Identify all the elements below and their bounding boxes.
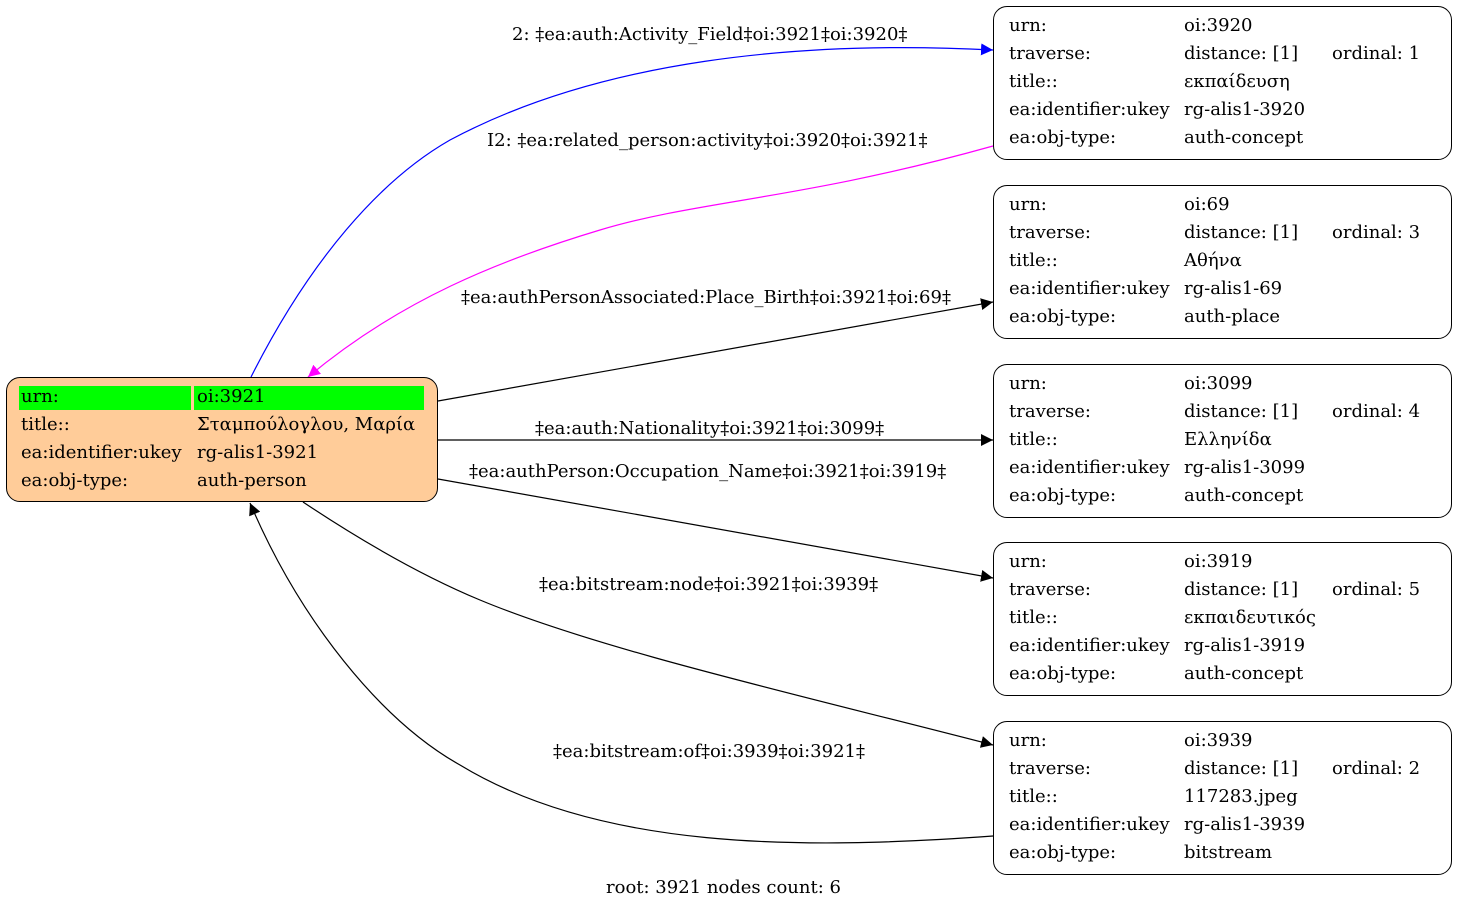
node-objtype-key: ea:obj-type: bbox=[1009, 663, 1117, 684]
node-title-key: title:: bbox=[1009, 786, 1058, 807]
node-objtype-key: ea:obj-type: bbox=[1009, 127, 1117, 148]
node-urn-value: oi:3099 bbox=[1184, 373, 1253, 394]
node-traverse-key: traverse: bbox=[1009, 579, 1091, 600]
node-traverse-key: traverse: bbox=[1009, 222, 1091, 243]
node-ukey-key: ea:identifier:ukey bbox=[1009, 814, 1170, 835]
edge-bitstream-node bbox=[302, 501, 994, 748]
node-objtype-value: auth-place bbox=[1184, 306, 1280, 327]
root-urn-key: urn: bbox=[21, 386, 59, 407]
node-title-value: 117283.jpeg bbox=[1184, 786, 1298, 807]
node-objtype-key: ea:obj-type: bbox=[1009, 842, 1117, 863]
node-urn-value: oi:3919 bbox=[1184, 551, 1253, 572]
edge-bitstream-of bbox=[249, 502, 994, 844]
node-oi-3919: urn: oi:3919 traverse: distance: [1] ordina… bbox=[993, 542, 1452, 696]
node-oi-3099: urn: oi:3099 traverse: distance: [1] ordina… bbox=[993, 364, 1452, 518]
root-ukey-key: ea:identifier:ukey bbox=[21, 442, 182, 463]
node-distance: distance: [1] bbox=[1184, 758, 1299, 779]
urn-highlight-value bbox=[194, 386, 424, 410]
edge-label-place-birth: ‡ea:authPersonAssociated:Place_Birth‡oi:… bbox=[461, 287, 951, 308]
node-ukey-value: rg-alis1-3939 bbox=[1184, 814, 1306, 835]
edge-activity-field bbox=[250, 43, 994, 378]
root-node: urn: oi:3921 title:: Σταμπούλογλου, Μαρί… bbox=[6, 377, 438, 502]
node-oi-3939: urn: oi:3939 traverse: distance: [1] ordina… bbox=[993, 721, 1452, 875]
node-traverse-key: traverse: bbox=[1009, 43, 1091, 64]
edge-label-bitstream-of: ‡ea:bitstream:of‡oi:3939‡oi:3921‡ bbox=[553, 741, 865, 762]
node-ordinal: ordinal: 2 bbox=[1332, 758, 1421, 779]
root-objtype-key: ea:obj-type: bbox=[21, 470, 129, 491]
edge-occupation bbox=[437, 478, 994, 582]
node-distance: distance: [1] bbox=[1184, 579, 1299, 600]
node-urn-key: urn: bbox=[1009, 551, 1047, 572]
node-title-key: title:: bbox=[1009, 429, 1058, 450]
edge-label-related-person: I2: ‡ea:related_person:activity‡oi:3920‡… bbox=[487, 130, 928, 151]
node-objtype-value: auth-concept bbox=[1184, 485, 1304, 506]
edge-label-occupation: ‡ea:authPerson:Occupation_Name‡oi:3921‡o… bbox=[469, 461, 947, 482]
node-ordinal: ordinal: 4 bbox=[1332, 401, 1421, 422]
node-oi-69: urn: oi:69 traverse: distance: [1] ordinal:… bbox=[993, 185, 1452, 339]
node-objtype-value: auth-concept bbox=[1184, 663, 1304, 684]
node-ukey-value: rg-alis1-3920 bbox=[1184, 99, 1306, 120]
urn-highlight-key bbox=[19, 386, 191, 410]
node-objtype-value: auth-concept bbox=[1184, 127, 1304, 148]
node-distance: distance: [1] bbox=[1184, 222, 1299, 243]
node-urn-key: urn: bbox=[1009, 373, 1047, 394]
edge-related-person bbox=[307, 145, 994, 378]
node-ukey-key: ea:identifier:ukey bbox=[1009, 457, 1170, 478]
node-ukey-value: rg-alis1-3099 bbox=[1184, 457, 1306, 478]
node-urn-value: oi:3920 bbox=[1184, 15, 1253, 36]
node-distance: distance: [1] bbox=[1184, 43, 1299, 64]
node-title-value: εκπαιδευτικός bbox=[1184, 607, 1316, 628]
node-traverse-key: traverse: bbox=[1009, 401, 1091, 422]
root-urn-value: oi:3921 bbox=[197, 386, 266, 407]
node-ordinal: ordinal: 1 bbox=[1332, 43, 1421, 64]
node-urn-key: urn: bbox=[1009, 194, 1047, 215]
root-objtype-value: auth-person bbox=[197, 470, 307, 491]
node-ordinal: ordinal: 3 bbox=[1332, 222, 1421, 243]
root-title-value: Σταμπούλογλου, Μαρία bbox=[197, 414, 416, 435]
node-urn-key: urn: bbox=[1009, 15, 1047, 36]
edge-label-activity-field: 2: ‡ea:auth:Activity_Field‡oi:3921‡oi:39… bbox=[512, 24, 908, 45]
edge-label-bitstream-node: ‡ea:bitstream:node‡oi:3921‡oi:3939‡ bbox=[539, 574, 879, 595]
edge-place-birth bbox=[437, 298, 994, 402]
node-ukey-key: ea:identifier:ukey bbox=[1009, 99, 1170, 120]
node-distance: distance: [1] bbox=[1184, 401, 1299, 422]
node-title-key: title:: bbox=[1009, 607, 1058, 628]
node-ukey-key: ea:identifier:ukey bbox=[1009, 635, 1170, 656]
node-title-value: Ελληνίδα bbox=[1184, 429, 1272, 450]
node-objtype-key: ea:obj-type: bbox=[1009, 306, 1117, 327]
node-ukey-key: ea:identifier:ukey bbox=[1009, 278, 1170, 299]
edge-label-nationality: ‡ea:auth:Nationality‡oi:3921‡oi:3099‡ bbox=[535, 418, 885, 439]
node-title-key: title:: bbox=[1009, 250, 1058, 271]
node-objtype-value: bitstream bbox=[1184, 842, 1273, 863]
node-oi-3920: urn: oi:3920 traverse: distance: [1] ordina… bbox=[993, 6, 1452, 160]
root-ukey-value: rg-alis1-3921 bbox=[197, 442, 319, 463]
node-ordinal: ordinal: 5 bbox=[1332, 579, 1421, 600]
node-urn-value: oi:3939 bbox=[1184, 730, 1253, 751]
node-ukey-value: rg-alis1-69 bbox=[1184, 278, 1283, 299]
node-urn-key: urn: bbox=[1009, 730, 1047, 751]
node-title-key: title:: bbox=[1009, 71, 1058, 92]
node-ukey-value: rg-alis1-3919 bbox=[1184, 635, 1306, 656]
node-title-value: εκπαίδευση bbox=[1184, 71, 1290, 92]
node-urn-value: oi:69 bbox=[1184, 194, 1230, 215]
root-title-key: title:: bbox=[21, 414, 70, 435]
graph-footer: root: 3921 nodes count: 6 bbox=[606, 877, 841, 898]
node-title-value: Αθήνα bbox=[1184, 250, 1242, 271]
node-objtype-key: ea:obj-type: bbox=[1009, 485, 1117, 506]
node-traverse-key: traverse: bbox=[1009, 758, 1091, 779]
